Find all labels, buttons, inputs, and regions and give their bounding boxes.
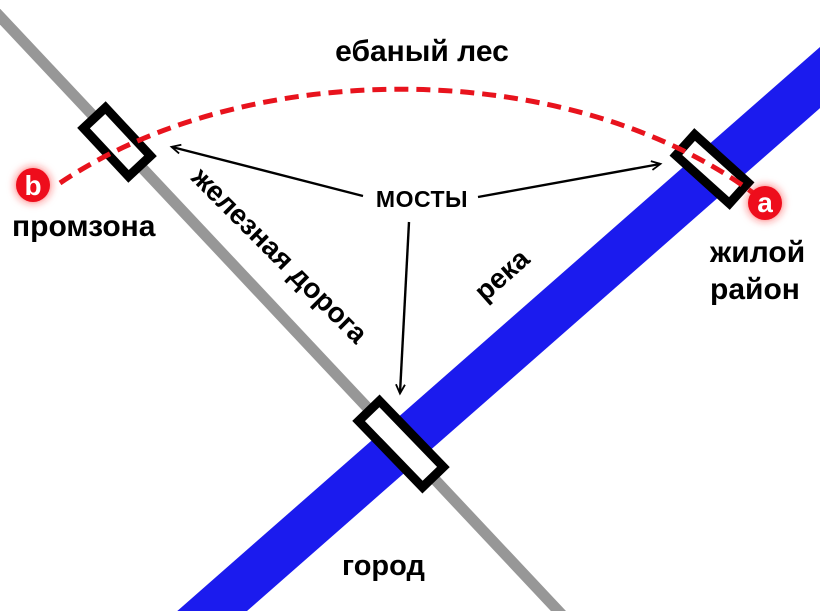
railway-line: [0, 8, 566, 611]
forest-label: ебаный лес: [335, 35, 509, 68]
residential-zone-label-line2: район: [710, 273, 800, 306]
arrow-to-river-bridge: [477, 160, 663, 199]
city-label: город: [342, 550, 425, 582]
route-dashed-curve: [58, 86, 767, 204]
marker-b: b: [16, 168, 50, 202]
marker-a: a: [748, 186, 782, 220]
residential-zone-label-line1: жилой: [709, 236, 805, 269]
marker-a-letter: a: [757, 187, 773, 218]
arrow-to-railway-bridge: [169, 143, 364, 198]
marker-b-letter: b: [24, 170, 41, 201]
bridge-railway: [77, 101, 157, 183]
industrial-zone-label: промзона: [12, 210, 156, 243]
bridges-label: МОСТЫ: [376, 186, 468, 212]
bridge-river: [669, 128, 755, 210]
river-line: [177, 46, 820, 611]
marker-b-circle: [16, 168, 50, 202]
bridge-center: [352, 394, 450, 494]
arrow-to-center-bridge: [395, 221, 411, 396]
marker-a-circle: [748, 186, 782, 220]
